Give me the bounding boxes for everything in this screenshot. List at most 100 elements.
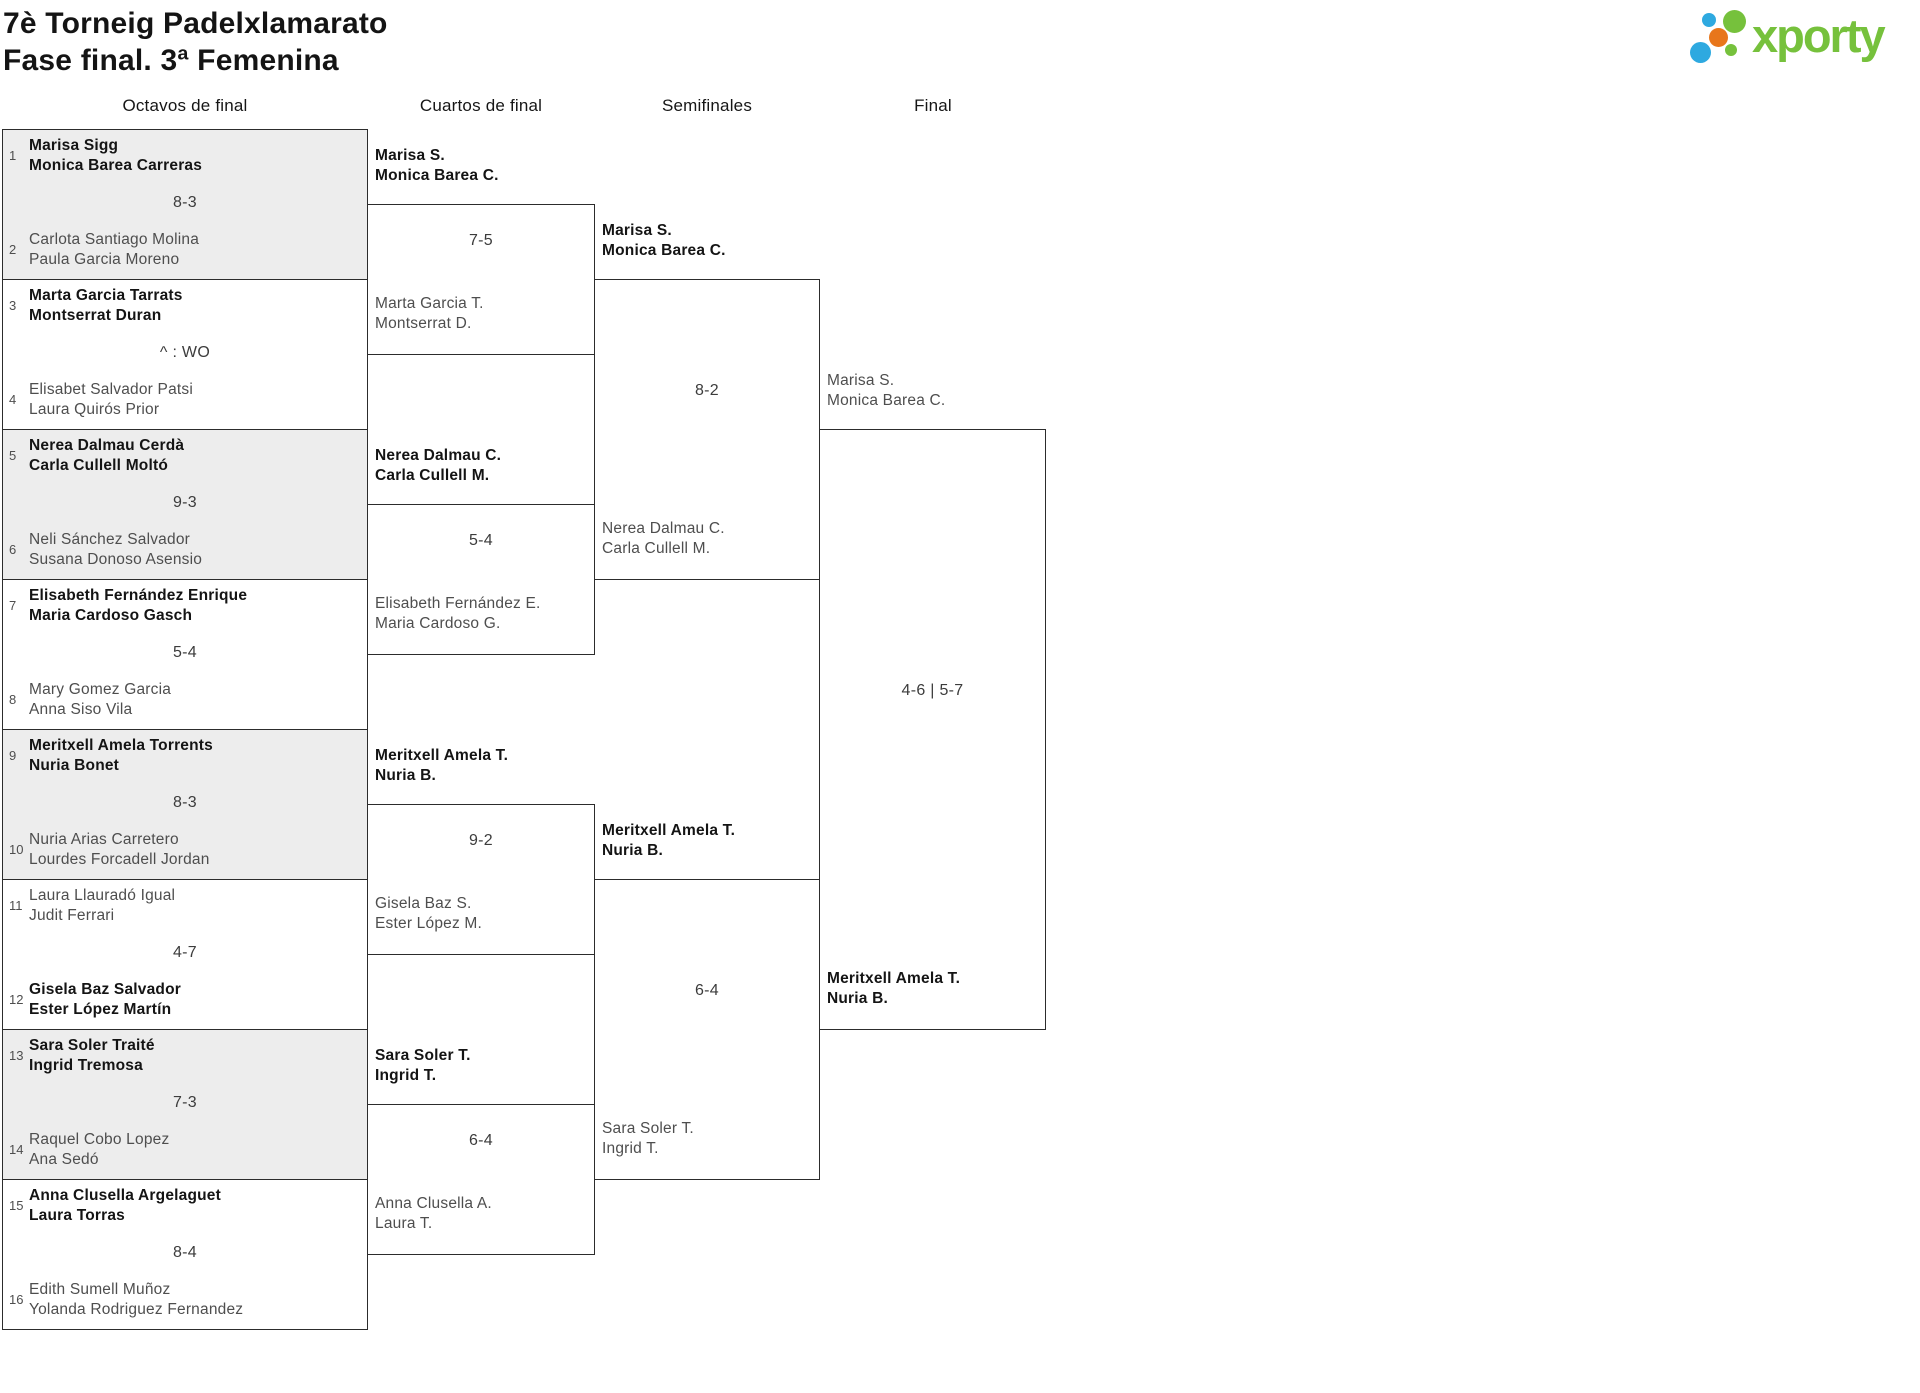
player-name-octavos: Carlota Santiago Molina [29,231,200,248]
player-name-final: Marisa S. [827,372,895,389]
logo-dot-green-large-icon [1723,10,1746,33]
seed-number: 11 [9,898,23,913]
seed-number: 2 [9,242,17,257]
player-name-octavos: Nerea Dalmau Cerdà [29,437,185,454]
match-score: 8-3 [172,794,198,811]
round-header-octavos: Octavos de final [122,96,248,115]
team-entry-semifinal: Meritxell Amela T.Nuria B. [602,821,812,860]
logo-text: xporty [1752,9,1886,62]
team-entry-quarterfinal: Marisa S. Monica Barea C. [375,146,587,185]
player-name-octavos: Carla Cullell Moltó [29,456,169,474]
seed-number: 3 [9,298,17,313]
seed-number: 10 [9,842,24,857]
player-name-quarterfinal: Meritxell Amela T. [375,747,509,764]
player-name-octavos: Neli Sánchez Salvador [29,531,191,548]
match-score: 8-2 [694,382,720,399]
player-name-quarterfinal: Montserrat D. [375,314,472,332]
player-name-quarterfinal: Sara Soler T. [375,1047,471,1064]
player-name-quarterfinal: Nuria B. [375,766,437,784]
player-name-quarterfinal: Marisa S. [375,147,445,164]
match-score: 9-3 [172,494,198,511]
player-name-octavos: Ana Sedó [29,1150,99,1168]
seed-number: 12 [9,992,24,1007]
player-name-final: Nuria B. [827,989,889,1007]
seed-number: 16 [9,1292,24,1307]
title-line-1: 7è Torneig Padelxlamarato [3,7,388,40]
player-name-quarterfinal: Monica Barea C. [375,166,499,184]
player-name-octavos: Elisabet Salvador Patsi [29,381,193,398]
team-entry-final: Meritxell Amela T. Nuria B. [827,969,1038,1008]
player-name-octavos: Gisela Baz Salvador [29,981,181,998]
seed-number: 13 [9,1048,24,1063]
player-name-octavos: Judit Ferrari [29,906,115,924]
seed-number: 6 [9,542,17,557]
match-box-final-1 [819,429,1046,1030]
player-name-octavos: Monica Barea Carreras [29,156,203,174]
player-name-final: Meritxell Amela T. [827,970,961,987]
team-entry-quarterfinal: Sara Soler T.Ingrid T. [375,1046,587,1085]
player-name-octavos: Ingrid Tremosa [29,1056,143,1074]
player-name-octavos: Ester López Martín [29,1000,172,1018]
team-entry-quarterfinal: Meritxell Amela T. Nuria B. [375,746,587,785]
player-name-octavos: Anna Siso Vila [29,700,133,718]
match-score: 4-6 | 5-7 [901,682,964,699]
team-entry-quarterfinal: Marta Garcia T.Montserrat D. [375,294,587,333]
player-name-octavos: Marisa Sigg [29,137,119,154]
player-name-semifinal: Carla Cullell M. [602,539,711,557]
player-name-octavos: Edith Sumell Muñoz [29,1281,171,1298]
player-name-semifinal: Ingrid T. [602,1139,659,1157]
xporty-logo[interactable]: xporty [1688,6,1918,78]
match-score: 5-4 [172,644,198,661]
match-score: 4-7 [172,944,198,961]
seed-number: 1 [9,148,17,163]
player-name-octavos: Raquel Cobo Lopez [29,1131,170,1148]
player-name-octavos: Lourdes Forcadell Jordan [29,850,210,868]
match-score: 6-4 [468,1132,494,1149]
round-header-final: Final [914,96,952,115]
player-name-octavos: Marta Garcia Tarrats [29,287,183,304]
team-entry-quarterfinal: Nerea Dalmau C.Carla Cullell M. [375,446,587,485]
player-name-quarterfinal: Anna Clusella A. [375,1195,492,1212]
player-name-octavos: Laura Torras [29,1206,126,1224]
team-entry-semifinal: Marisa S. Monica Barea C. [602,221,812,260]
player-name-octavos: Yolanda Rodriguez Fernandez [29,1300,244,1318]
seed-number: 14 [9,1142,24,1157]
player-name-octavos: Sara Soler Traité [29,1037,155,1054]
player-name-semifinal: Nerea Dalmau C. [602,520,725,537]
team-entry-final: Marisa S.Monica Barea C. [827,371,1038,410]
seed-number: 5 [9,448,17,463]
logo-dot-blue-large-icon [1690,42,1711,63]
player-name-quarterfinal: Elisabeth Fernández E. [375,595,541,612]
player-name-semifinal: Marisa S. [602,222,672,239]
player-name-octavos: Nuria Bonet [29,756,120,774]
round-header-cuartos: Cuartos de final [419,96,543,115]
player-name-semifinal: Monica Barea C. [602,241,726,259]
player-name-octavos: Laura Llauradó Igual [29,887,176,904]
team-entry-quarterfinal: Gisela Baz S.Ester López M. [375,894,587,933]
player-name-octavos: Montserrat Duran [29,306,162,324]
match-score: 8-3 [172,194,198,211]
round-header-semifinales: Semifinales [661,96,753,115]
player-name-quarterfinal: Laura T. [375,1214,433,1232]
